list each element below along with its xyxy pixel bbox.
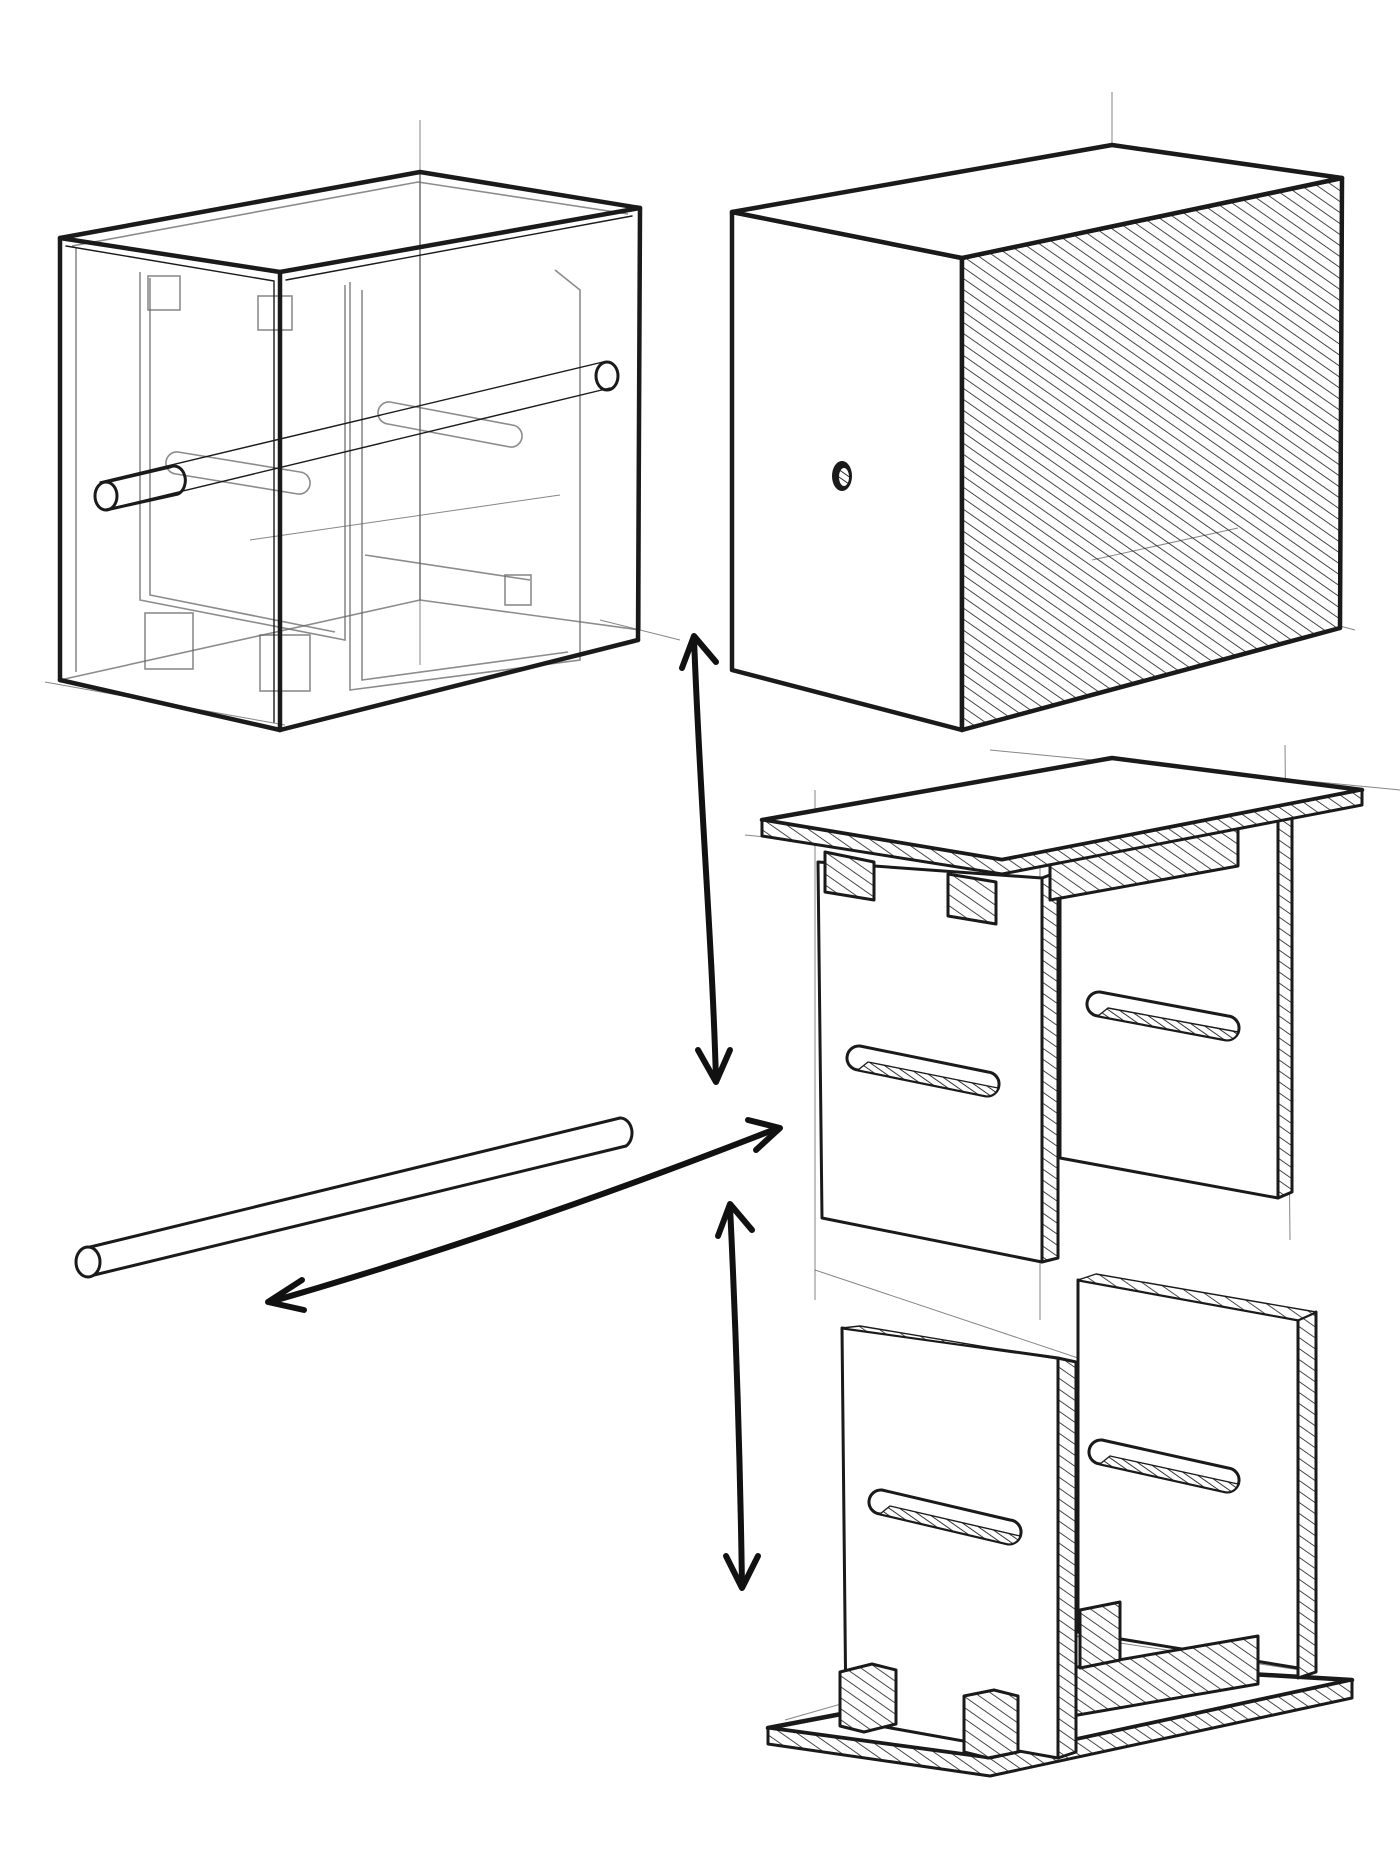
box-right-face-shaded (959, 175, 1345, 733)
lid-thickness (760, 788, 1364, 876)
base-tab-left (838, 1662, 898, 1734)
lid-tab-left (823, 850, 876, 902)
box-inner-edge (285, 215, 633, 281)
base-tab-back (1078, 1600, 1122, 1670)
ghost-panel (149, 278, 336, 633)
arrow-halves (727, 1203, 745, 1589)
rod-top-edge (99, 361, 604, 483)
box-top-face (57, 169, 643, 275)
rod-end-right (594, 360, 620, 392)
rod-view (74, 1116, 634, 1279)
guide-line (249, 494, 561, 541)
rod-end (74, 1245, 102, 1279)
upper-left-slot-depth (857, 1061, 999, 1097)
arrow-rod (267, 1125, 781, 1305)
upper-right-slot-depth (1097, 1007, 1239, 1041)
arrow-head-left (265, 1277, 307, 1313)
ghost-tab (147, 275, 181, 311)
arrow-head-right (745, 1117, 783, 1153)
rod-end-left (93, 480, 119, 512)
back-edge (419, 599, 641, 631)
ghost-tab (257, 295, 293, 331)
arrow-head-up (679, 633, 719, 671)
transparent-assembly-view (44, 120, 681, 733)
rod-protrusion (104, 464, 187, 512)
arrow-head-down (723, 1553, 761, 1591)
ghost-panel (361, 290, 569, 681)
box-edge (277, 637, 641, 733)
ghost-edge (364, 554, 531, 581)
lower-right-wall-edge (1296, 1310, 1318, 1680)
ghost-panel (139, 272, 346, 641)
ghost-slot (165, 451, 311, 495)
rod-far-end (618, 1116, 634, 1148)
arrow-boxes (691, 635, 719, 1083)
guide-line (1091, 527, 1239, 561)
lower-right-slot-depth (1099, 1455, 1239, 1493)
rod-bottom-edge (88, 1144, 628, 1278)
ghost-tab (504, 574, 532, 606)
rod-top-edge (84, 1116, 622, 1250)
rod-hole-inner (839, 468, 849, 486)
upper-half-view (744, 744, 1400, 1320)
upper-right-wall-edge (1276, 806, 1294, 1200)
lower-left-wall-top-edge (841, 1325, 1077, 1363)
lower-half-view (765, 1269, 1355, 1778)
arrow-head-up (715, 1201, 755, 1239)
back-edge (59, 599, 421, 681)
inner-edge (71, 181, 629, 247)
assembly-arrows (265, 633, 783, 1591)
ghost-tab (144, 612, 194, 670)
ghost-panel (349, 269, 581, 691)
lower-right-wall-top-edge (1077, 1273, 1317, 1321)
base-tab-right (962, 1688, 1020, 1760)
box-inner-edge (65, 245, 275, 723)
lid-tab-middle (946, 872, 998, 926)
lower-left-slot-depth (879, 1505, 1021, 1545)
upper-center-wall-edge (1040, 870, 1060, 1264)
closed-box-view (729, 92, 1356, 733)
box-edge (57, 677, 283, 733)
lower-center-wall-edge (1056, 1356, 1078, 1760)
rod-bottom-edge (103, 387, 611, 511)
box-top-face (729, 142, 1345, 261)
ghost-tab (259, 634, 311, 692)
arrow-head-down (695, 1047, 733, 1085)
guide-line (814, 1269, 1121, 1373)
box-edge (635, 205, 643, 643)
ghost-slot (377, 401, 523, 448)
